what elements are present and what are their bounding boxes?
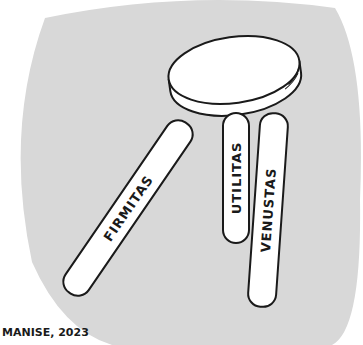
leg-label: VENUSTAS xyxy=(259,167,278,253)
stool-leg: UTILITAS xyxy=(222,112,250,244)
credit-label: MANISE, 2023 xyxy=(2,327,89,338)
background-blob xyxy=(21,0,361,345)
leg-label: UTILITAS xyxy=(230,142,243,215)
stool-seat xyxy=(164,28,306,124)
